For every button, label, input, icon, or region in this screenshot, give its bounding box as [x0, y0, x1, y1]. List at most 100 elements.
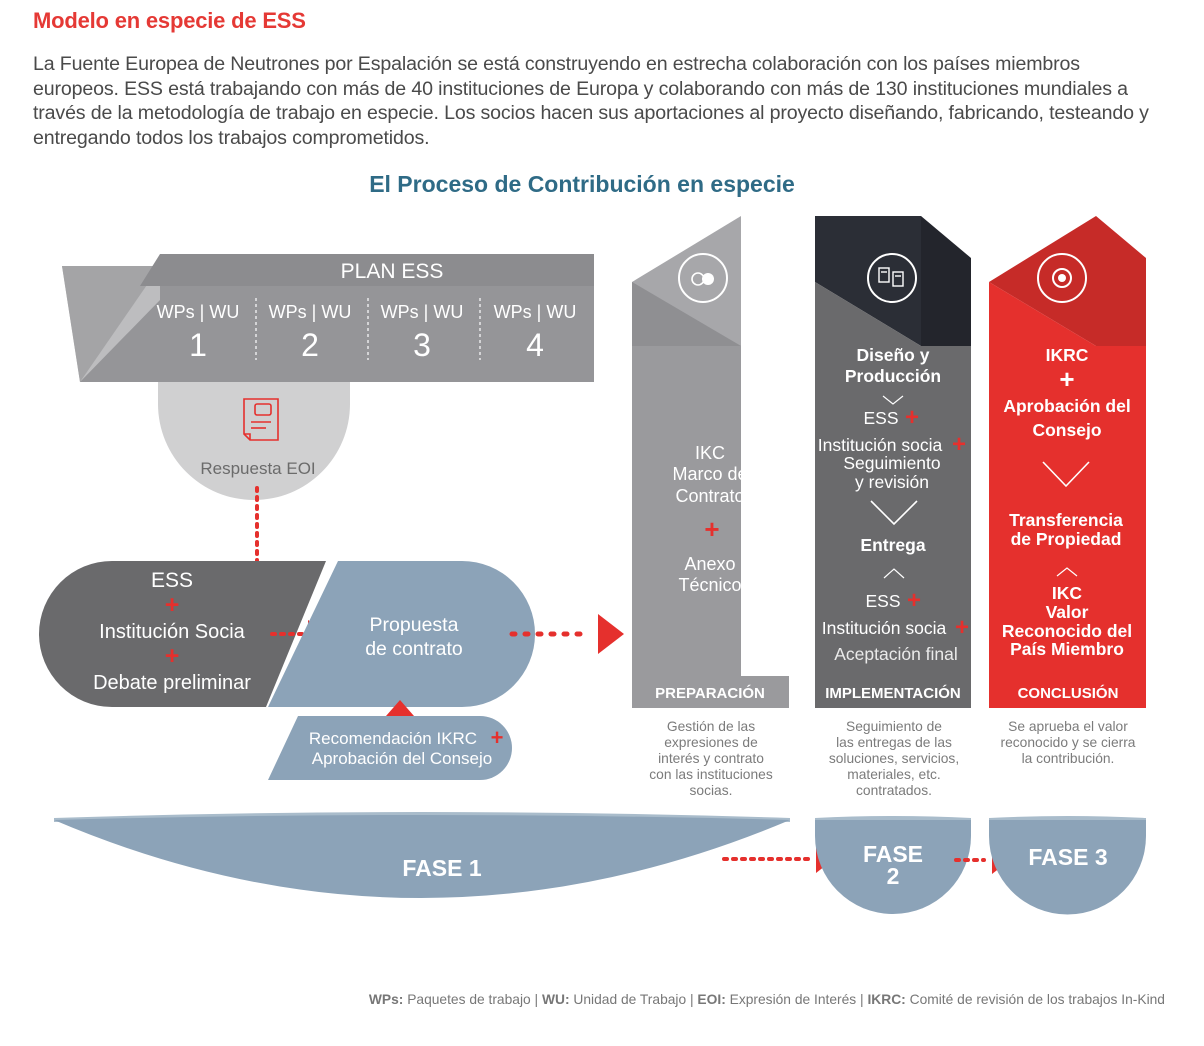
chevron-down-icon [882, 395, 904, 405]
plan-item-number: 3 [413, 327, 431, 363]
legend-term: IKRC: [867, 992, 905, 1007]
column-caption: socias. [690, 783, 733, 798]
arrow-right-icon [598, 614, 624, 654]
plan-item-number: 4 [526, 327, 544, 363]
column-text: Institución socia [818, 435, 943, 455]
legend-separator: | [856, 992, 867, 1007]
contract-proposal-shape: Propuesta de contrato [268, 561, 535, 707]
target-circle-icon [1052, 268, 1072, 288]
chevron-up-icon [1056, 567, 1078, 577]
phase-1-label: FASE 1 [402, 855, 481, 881]
recommendation-shape: Recomendación IKRC + Aprobación del Cons… [268, 716, 512, 780]
arrow-up-icon [386, 700, 414, 716]
legend-def: Comité de revisión de los trabajos In-Ki… [906, 992, 1165, 1007]
plus-icon: + [907, 587, 921, 614]
page-title: Modelo en especie de ESS [33, 8, 306, 33]
column-caption: las entregas de las [836, 735, 952, 750]
column-text: Aprobación del [1003, 396, 1130, 416]
plan-item-label: WPs | WU [269, 302, 352, 322]
plus-icon: + [905, 404, 919, 431]
legend-term: WU: [542, 992, 570, 1007]
legend-def: Unidad de Trabajo [570, 992, 687, 1007]
phase-2-shape: FASE 2 [815, 816, 971, 914]
recommendation-label-line2: Aprobación del Consejo [312, 749, 493, 768]
column-caption: Se aprueba el valor [1008, 719, 1128, 734]
column-text: Institución socia [822, 618, 947, 638]
plan-item-number: 1 [189, 327, 207, 363]
column-text: Anexo [684, 554, 735, 574]
column-text: ESS [863, 408, 898, 428]
column-label-preparation: PREPARACIÓN [655, 684, 765, 702]
column-text: ESS [865, 591, 900, 611]
proposal-label-line1: Propuesta [370, 614, 459, 636]
column-text: Producción [845, 366, 941, 386]
plus-icon: + [165, 591, 180, 619]
plus-icon: + [165, 642, 180, 670]
plus-icon-white: + [1059, 364, 1074, 394]
eoi-response-label: Respuesta EOI [200, 459, 315, 478]
column-caption: Gestión de las [667, 719, 755, 734]
column-caption: materiales, etc. [847, 767, 941, 782]
diagram-title: El Proceso de Contribución en especie [369, 171, 795, 197]
partner-institution-label: Institución Socia [99, 621, 246, 643]
column-text: IKRC [1046, 345, 1089, 365]
column-text: Reconocido del [1002, 621, 1132, 641]
column-text: IKC [1052, 583, 1083, 603]
column-text: Marco de [672, 464, 747, 484]
column-text: Valor [1046, 602, 1089, 622]
toggle-circles-icon [691, 272, 714, 286]
column-text: Entrega [860, 535, 925, 555]
preliminary-debate-label: Debate preliminar [93, 672, 251, 694]
column-text: Aceptación final [834, 644, 958, 664]
intro-paragraph: La Fuente Europea de Neutrones por Espal… [33, 53, 1149, 149]
chevron-down-icon [870, 500, 918, 526]
column-caption: la contribución. [1022, 751, 1115, 766]
column-text: Consejo [1032, 420, 1101, 440]
plus-icon: + [952, 431, 966, 458]
column-implementation: Diseño y Producción ESS + Institución so… [815, 216, 971, 798]
column-label-conclusion: CONCLUSIÓN [1018, 684, 1119, 702]
document-chat-icon [243, 398, 279, 441]
plan-ess-banner: PLAN ESS WPs | WU 1 WPs | WU 2 WPs | WU … [62, 254, 594, 382]
plan-ess-title: PLAN ESS [341, 260, 444, 283]
column-text: Transferencia [1009, 510, 1123, 530]
phase-2-label-line1: FASE [863, 841, 923, 867]
eoi-response-shape: Respuesta EOI [158, 382, 350, 500]
column-caption: soluciones, servicios, [829, 751, 959, 766]
column-caption: interés y contrato [658, 751, 764, 766]
column-preparation: IKC Marco de Contrato + Anexo Técnico PR… [632, 216, 789, 798]
plus-icon: + [955, 614, 969, 641]
documents-exchange-icon [878, 267, 904, 287]
column-label-implementation: IMPLEMENTACIÓN [825, 684, 961, 702]
plan-item-number: 2 [301, 327, 319, 363]
plus-icon: + [704, 514, 719, 544]
plus-icon: + [491, 725, 504, 750]
column-conclusion: IKRC + Aprobación del Consejo Transferen… [989, 216, 1146, 766]
column-text: País Miembro [1010, 639, 1124, 659]
legend-term: EOI: [697, 992, 725, 1007]
column-text: Seguimiento [843, 453, 940, 473]
legend-def: Expresión de Interés [726, 992, 856, 1007]
legend-def: Paquetes de trabajo [403, 992, 531, 1007]
chevron-up-icon [883, 568, 905, 579]
column-text: IKC [695, 443, 725, 463]
column-caption: contratados. [856, 783, 932, 798]
phase-3-shape: FASE 3 [989, 816, 1146, 915]
column-caption: con las instituciones [649, 767, 773, 782]
column-caption: reconocido y se cierra [1001, 735, 1136, 750]
column-text: y revisión [855, 472, 929, 492]
recommendation-label-line1: Recomendación IKRC [309, 729, 477, 748]
legend-separator: | [531, 992, 542, 1007]
column-caption: Seguimiento de [846, 719, 942, 734]
column-text: Diseño y [857, 345, 930, 365]
legend: WPs: Paquetes de trabajo | WU: Unidad de… [369, 992, 1165, 1007]
column-text: de Propiedad [1011, 529, 1122, 549]
chevron-down-icon [1042, 461, 1090, 488]
legend-separator: | [686, 992, 697, 1007]
phase-1-shape: FASE 1 [54, 812, 790, 898]
proposal-label-line2: de contrato [365, 638, 463, 660]
plan-item-label: WPs | WU [494, 302, 577, 322]
phase-3-label: FASE 3 [1028, 844, 1107, 870]
preliminary-debate-box: ESS + Institución Socia + Debate prelimi… [39, 561, 326, 707]
